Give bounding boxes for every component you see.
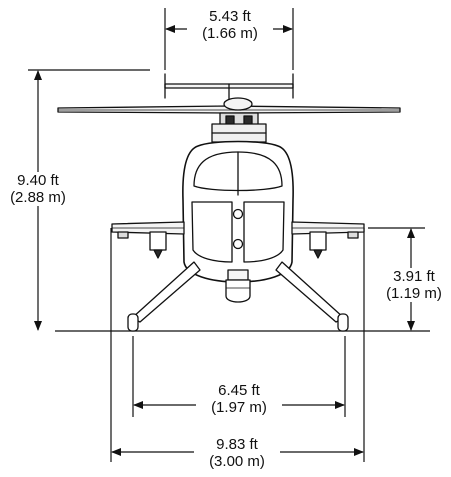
fuselage xyxy=(182,140,294,303)
tail-rotor xyxy=(164,73,294,103)
helicopter xyxy=(57,73,401,332)
overall-width-metric: (3.00 m) xyxy=(209,453,265,470)
label-overall-height: 9.40 ft (2.88 m) xyxy=(2,172,74,206)
tail-rotor-span-metric: (1.66 m) xyxy=(202,25,258,42)
skid-track-imperial: 6.45 ft xyxy=(218,382,260,399)
rotor-hub xyxy=(211,97,267,143)
wing-height-metric: (1.19 m) xyxy=(386,285,442,302)
tail-rotor-span-imperial: 5.43 ft xyxy=(209,8,251,25)
label-wing-height: 3.91 ft (1.19 m) xyxy=(378,268,450,302)
overall-height-imperial: 9.40 ft xyxy=(17,172,59,189)
wing-height-imperial: 3.91 ft xyxy=(393,268,435,285)
label-skid-track: 6.45 ft (1.97 m) xyxy=(196,382,282,416)
stub-wings xyxy=(111,221,365,259)
overall-height-metric: (2.88 m) xyxy=(10,189,66,206)
label-tail-rotor-span: 5.43 ft (1.66 m) xyxy=(187,8,273,42)
skid-track-metric: (1.97 m) xyxy=(211,399,267,416)
landing-skids xyxy=(127,261,349,332)
label-overall-width: 9.83 ft (3.00 m) xyxy=(194,436,280,470)
overall-width-imperial: 9.83 ft xyxy=(216,436,258,453)
